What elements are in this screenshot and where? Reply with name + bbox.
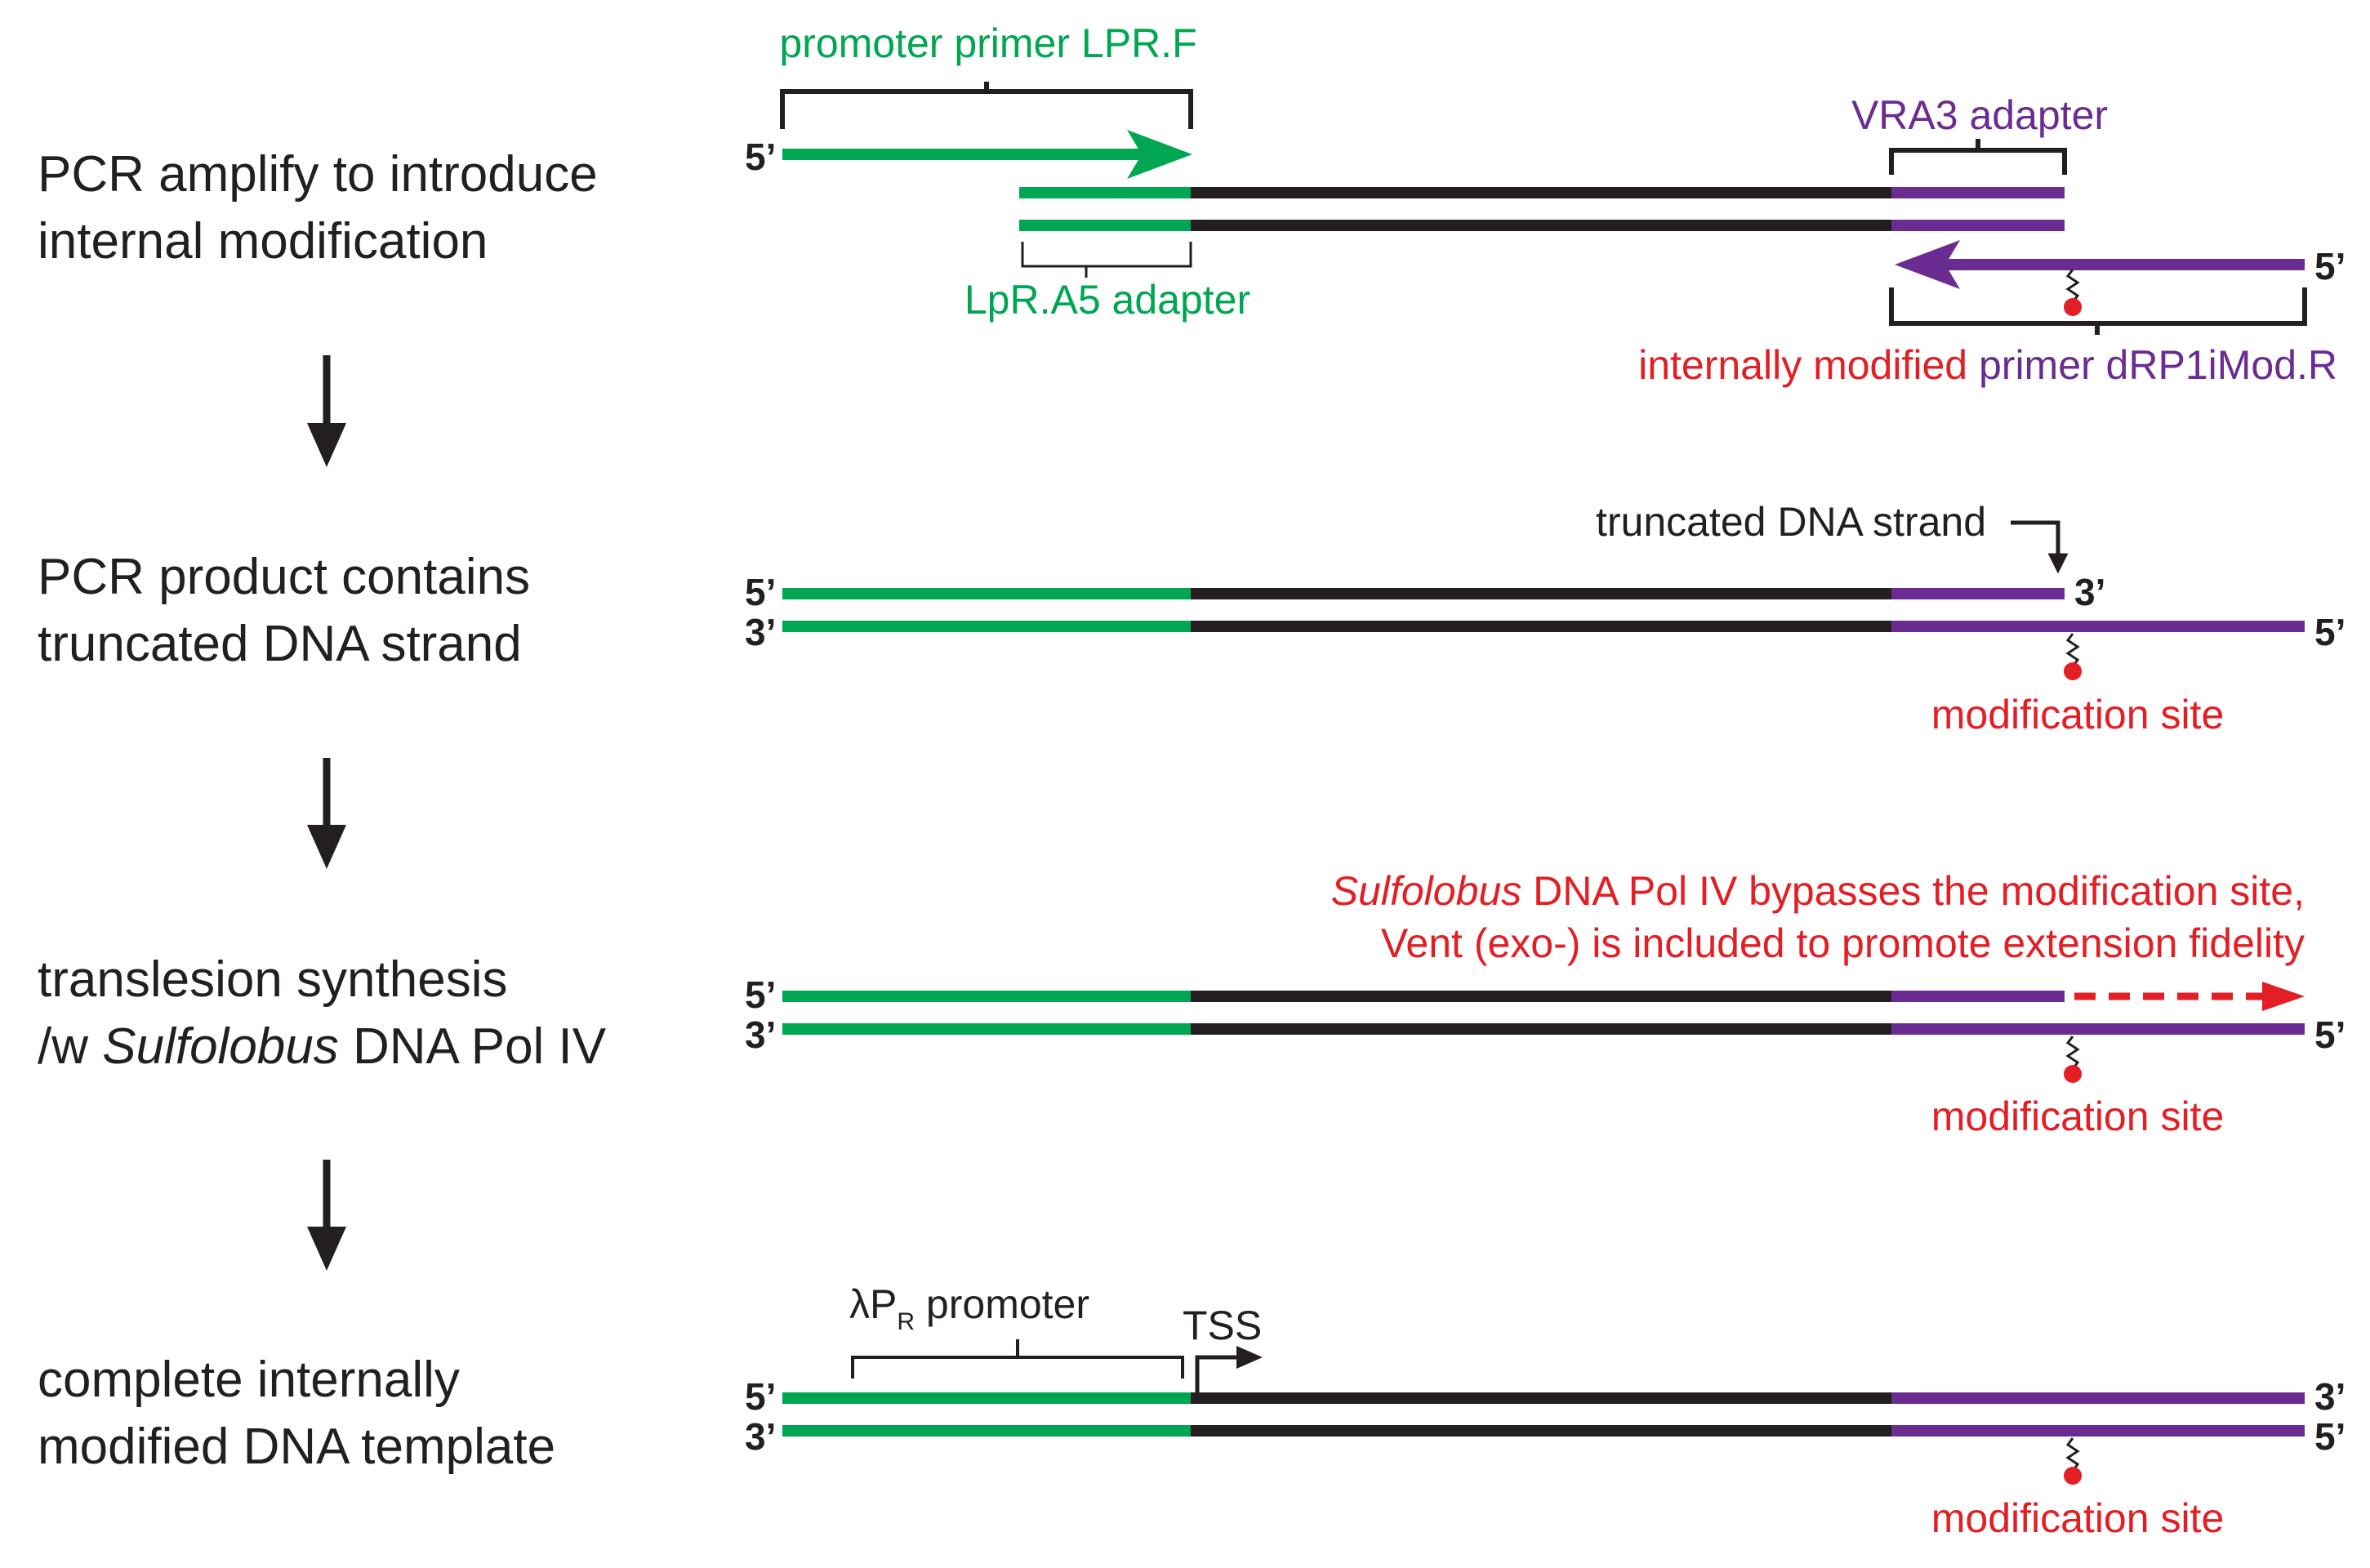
extension-arrowhead-icon xyxy=(2262,982,2305,1011)
step-2-label: PCR product contains truncated DNA stran… xyxy=(38,549,530,672)
panel-3-translesion: Sulfolobus DNA Pol IV bypasses the modif… xyxy=(745,868,2345,1139)
end-label-5prime: 5’ xyxy=(745,571,776,613)
down-arrow-icon xyxy=(307,355,346,467)
modification-linker xyxy=(2065,1036,2080,1070)
modification-site-dot xyxy=(2064,662,2082,680)
lpr-a5-adapter-bracket xyxy=(1021,242,1192,278)
pol-iv-note-line-2: Vent (exo-) is included to promote exten… xyxy=(1381,920,2305,966)
step-3-line-2: /w Sulfolobus DNA Pol IV xyxy=(38,1018,607,1075)
step-3-line-1: translesion synthesis xyxy=(38,951,508,1008)
step-arrows xyxy=(307,355,346,1271)
step-4-line-2: modified DNA template xyxy=(38,1419,555,1475)
mod-primer-label-red: internally modified xyxy=(1638,342,1967,388)
end-label-5prime: 5’ xyxy=(745,973,776,1016)
modification-site-dot xyxy=(2064,1065,2082,1083)
promoter-bracket xyxy=(851,1339,1184,1379)
end-label-3prime: 3’ xyxy=(745,1013,776,1056)
truncated-strand-label: truncated DNA strand xyxy=(1596,499,1986,545)
panel-2-pcr-product: truncated DNA strand 5’ 3’ 3’ 5’ modific… xyxy=(745,499,2345,737)
promoter-lambda: λP xyxy=(849,1281,897,1327)
modification-linker xyxy=(2065,633,2080,667)
step-1-line-2: internal modification xyxy=(38,213,488,270)
mod-primer-label-purple: primer dRP1iMod.R xyxy=(1967,342,2337,388)
step-2-line-2: truncated DNA strand xyxy=(38,616,522,672)
end-label-3prime: 3’ xyxy=(745,1415,776,1458)
vra3-adapter-bracket xyxy=(1889,139,2067,175)
pol-iv-note-italic: Sulfolobus xyxy=(1331,868,1522,914)
end-label-3prime: 3’ xyxy=(745,611,776,653)
mod-primer-label: internally modified primer dRP1iMod.R xyxy=(1638,342,2337,388)
step-3-prefix: /w xyxy=(38,1018,102,1075)
end-label-3prime: 3’ xyxy=(2074,571,2105,613)
down-arrow-icon xyxy=(307,1160,346,1271)
promoter-rest: promoter xyxy=(915,1281,1089,1327)
end-label-5prime: 5’ xyxy=(2314,1013,2345,1056)
panel-4-complete-template: λPR promoter TSS 5’ 3’ 3’ 5’ modificatio… xyxy=(745,1281,2345,1541)
step-1-label: PCR amplify to introduce internal modifi… xyxy=(38,146,598,270)
lpr-a5-adapter-label: LpR.A5 adapter xyxy=(964,277,1250,323)
step-4-label: complete internally modified DNA templat… xyxy=(38,1352,555,1475)
end-label-5prime: 5’ xyxy=(2314,245,2345,287)
truncated-strand-pointer-icon xyxy=(2011,520,2069,574)
end-label-5prime: 5’ xyxy=(2314,1415,2345,1458)
modification-linker xyxy=(2065,1437,2080,1472)
reverse-primer-arrowhead-icon xyxy=(1895,240,1960,289)
forward-primer-arrowhead-icon xyxy=(1127,130,1192,179)
end-label-5prime: 5’ xyxy=(2314,611,2345,653)
pol-iv-note-rest: DNA Pol IV bypasses the modification sit… xyxy=(1521,868,2305,914)
tss-arrowhead-icon xyxy=(1236,1346,1263,1369)
modification-site-dot xyxy=(2064,1467,2082,1485)
promoter-subscript: R xyxy=(897,1308,915,1335)
modification-site-label: modification site xyxy=(1931,1495,2225,1541)
down-arrow-icon xyxy=(307,758,346,869)
step-4-line-1: complete internally xyxy=(38,1352,460,1408)
promoter-primer-bracket xyxy=(780,82,1193,129)
step-1-line-1: PCR amplify to introduce xyxy=(38,146,598,203)
modification-site-label: modification site xyxy=(1931,692,2225,737)
tss-arrow xyxy=(1195,1355,1241,1400)
step-3-italic: Sulfolobus xyxy=(102,1018,339,1075)
step-2-line-1: PCR product contains xyxy=(38,549,530,605)
end-label-5prime: 5’ xyxy=(745,136,776,178)
modification-site-label: modification site xyxy=(1931,1094,2225,1139)
modification-site-dot xyxy=(2064,298,2082,316)
pol-iv-note-line-1: Sulfolobus DNA Pol IV bypasses the modif… xyxy=(1331,868,2305,914)
vra3-adapter-label: VRA3 adapter xyxy=(1851,92,2108,138)
step-3-suffix: DNA Pol IV xyxy=(339,1018,607,1075)
mod-primer-bracket xyxy=(1889,287,2307,335)
end-label-5prime: 5’ xyxy=(745,1375,776,1418)
lambda-pr-promoter-label: λPR promoter xyxy=(849,1281,1089,1335)
end-label-3prime: 3’ xyxy=(2314,1375,2345,1418)
promoter-primer-label: promoter primer LPR.F xyxy=(779,20,1196,66)
panel-1-pcr-amplify: promoter primer LPR.F 5’ VRA3 adapter Lp… xyxy=(745,20,2345,388)
modification-linker xyxy=(2065,269,2080,303)
step-3-label: translesion synthesis /w Sulfolobus DNA … xyxy=(38,951,607,1075)
tss-label: TSS xyxy=(1183,1303,1262,1348)
